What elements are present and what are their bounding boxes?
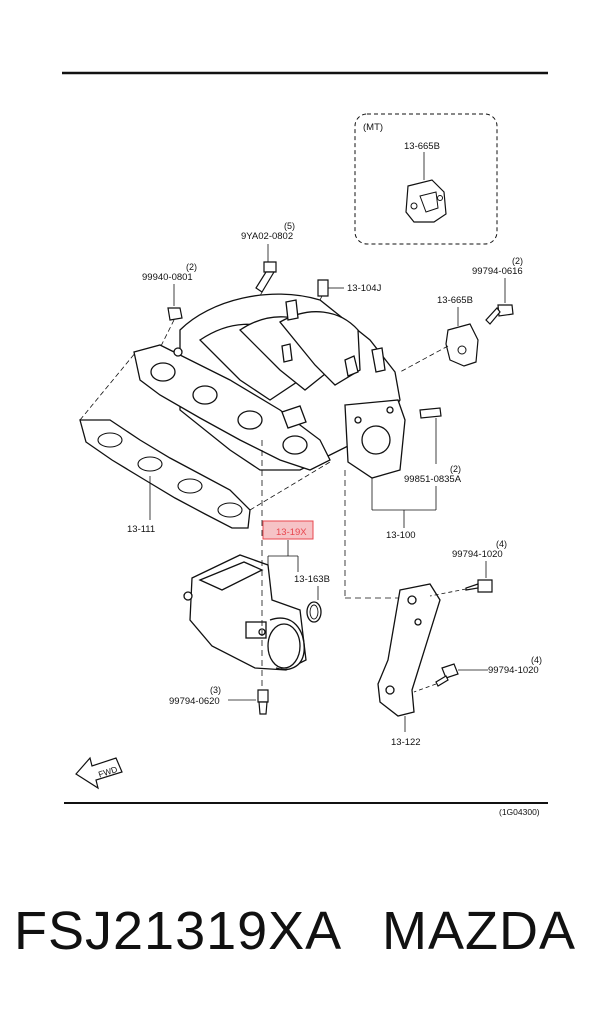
parts-diagram: (MT) 13-665B (5) 9YA02-0802 (2) 99940-08… [62,71,548,817]
brand-name: MAZDA [382,901,576,961]
nut-99940: (2) 99940-0801 [142,262,197,353]
svg-text:(2): (2) [512,256,523,266]
svg-text:99794-1020: 99794-1020 [488,665,539,676]
svg-text:(4): (4) [496,539,507,549]
svg-text:99940-0801: 99940-0801 [142,272,193,283]
caption: FSJ21319XA MAZDA [0,900,600,980]
studs-99851: (2) 99851-0835A [404,407,462,485]
bracket-13-665b: 13-665B (2) 99794-0616 [399,256,523,373]
svg-text:13-665B: 13-665B [437,295,473,306]
svg-text:99851-0835A: 99851-0835A [404,474,462,485]
svg-text:13-19X: 13-19X [276,527,307,538]
svg-text:99794-1020: 99794-1020 [452,549,503,560]
svg-text:(2): (2) [450,464,461,474]
svg-text:13-163B: 13-163B [294,574,330,585]
svg-text:13-111: 13-111 [127,524,155,535]
mt-label: (MT) [363,122,383,133]
svg-text:13-100: 13-100 [386,530,416,541]
part-number: FSJ21319XA [14,901,343,961]
gasket-13-111: 13-111 [79,351,331,535]
highlight-box [262,520,314,540]
bolt-99794-1020-upper: (4) 99794-1020 [429,539,507,597]
bolt-99794-1020-lower: (4) 99794-1020 [413,655,542,693]
svg-text:99794-0620: 99794-0620 [169,696,220,707]
oring-13-163b: 13-163B [294,574,330,623]
intake-manifold [133,293,406,479]
svg-text:9YA02-0802: 9YA02-0802 [241,231,293,242]
bracket-13-122: 13-122 [377,583,441,748]
throttle-body [183,554,307,671]
bracket-mt-drawing [405,179,447,223]
fwd-arrow-icon: FWD [75,756,123,790]
callout-13-19x-highlight: 13-19X [262,520,314,572]
mt-inset: (MT) 13-665B [354,113,498,245]
svg-text:(2): (2) [186,262,197,272]
bolt-9ya02: (5) 9YA02-0802 [237,221,295,341]
callout-13-665b-mt: 13-665B [404,141,440,152]
callout-13-100: 13-100 [371,478,437,541]
svg-text:13-122: 13-122 [391,737,421,748]
svg-text:13-104J: 13-104J [347,283,382,294]
svg-text:99794-0616: 99794-0616 [472,266,523,277]
ref-code: (1G04300) [499,807,540,817]
svg-text:(4): (4) [531,655,542,665]
bolt-99794-0620: (3) 99794-0620 [169,685,269,715]
svg-text:(5): (5) [284,221,295,231]
svg-text:(3): (3) [210,685,221,695]
